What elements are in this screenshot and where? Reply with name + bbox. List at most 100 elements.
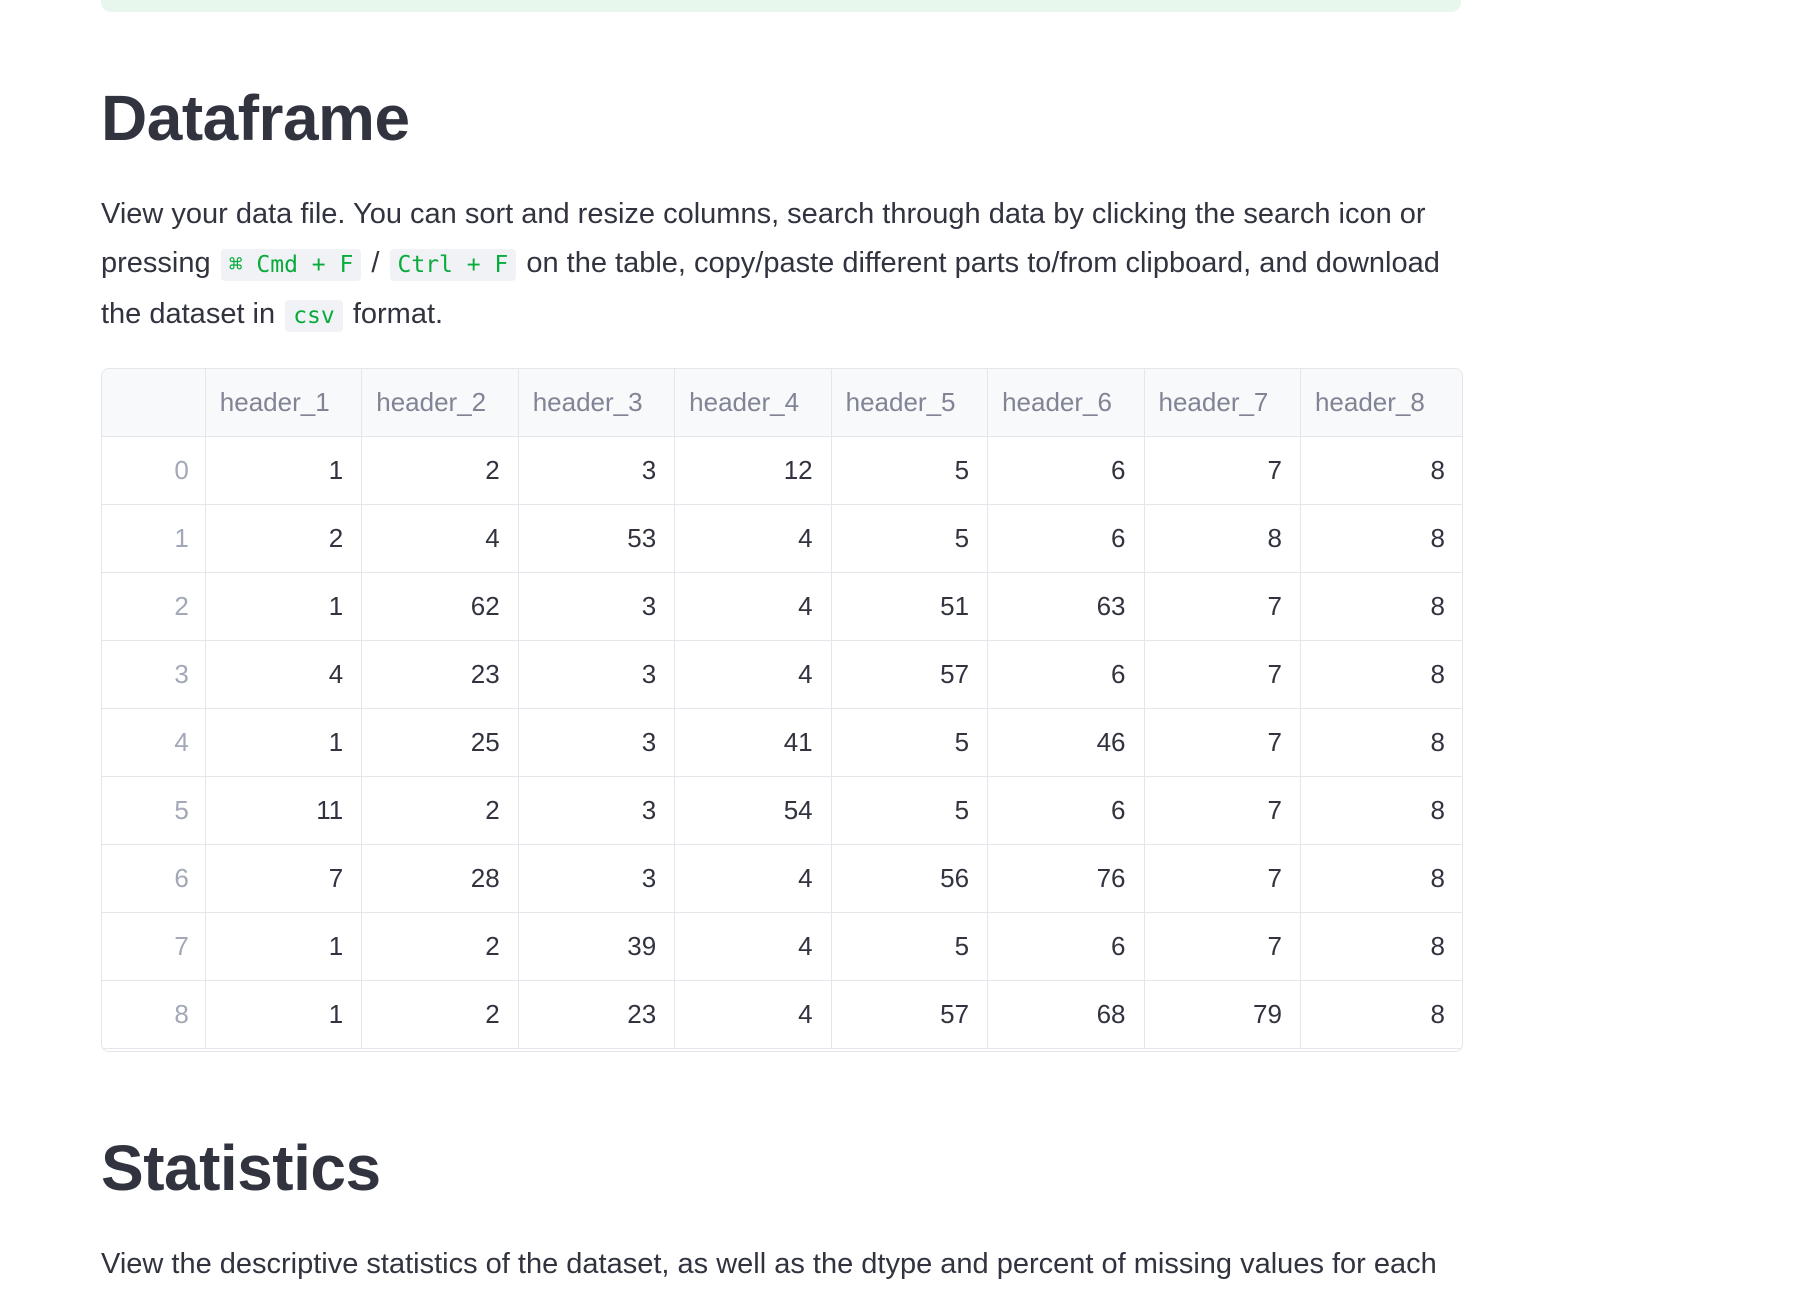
table-cell[interactable]: 7 bbox=[1144, 572, 1301, 641]
table-cell[interactable]: 5 bbox=[831, 776, 989, 845]
table-cell[interactable]: 7 bbox=[1144, 436, 1301, 505]
table-cell[interactable]: 23 bbox=[518, 980, 676, 1049]
table-cell[interactable]: 8 bbox=[1300, 436, 1462, 505]
table-cell[interactable]: 3 bbox=[518, 776, 676, 845]
column-header[interactable]: header_1 bbox=[205, 369, 363, 437]
table-cell[interactable]: 25 bbox=[361, 708, 519, 777]
table-cell[interactable]: 8 bbox=[1300, 980, 1462, 1049]
column-header[interactable]: header_5 bbox=[831, 369, 989, 437]
table-cell[interactable]: 3 bbox=[518, 572, 676, 641]
table-cell[interactable]: 5 bbox=[831, 436, 989, 505]
table-cell[interactable]: 2 bbox=[361, 912, 519, 981]
table-cell[interactable]: 41 bbox=[674, 708, 832, 777]
column-header[interactable]: header_7 bbox=[1144, 369, 1301, 437]
table-cell[interactable]: 8 bbox=[1300, 844, 1462, 913]
table-cell[interactable]: 54 bbox=[674, 776, 832, 845]
column-header[interactable]: header_6 bbox=[987, 369, 1145, 437]
table-cell[interactable]: 1 bbox=[205, 436, 363, 505]
row-index-cell[interactable]: 6 bbox=[102, 844, 206, 913]
table-cell[interactable]: 3 bbox=[518, 844, 676, 913]
table-cell[interactable]: 57 bbox=[831, 640, 989, 709]
table-cell[interactable]: 4 bbox=[674, 844, 832, 913]
table-cell[interactable]: 8 bbox=[1300, 572, 1462, 641]
table-cell[interactable]: 1 bbox=[205, 912, 363, 981]
row-index-cell[interactable]: 1 bbox=[102, 504, 206, 573]
table-cell[interactable]: 23 bbox=[361, 640, 519, 709]
table-cell[interactable]: 76 bbox=[987, 844, 1145, 913]
row-index-cell[interactable]: 2 bbox=[102, 572, 206, 641]
table-cell[interactable]: 7 bbox=[1144, 708, 1301, 777]
description-text-3: format. bbox=[352, 298, 444, 330]
table-cell[interactable]: 7 bbox=[1144, 640, 1301, 709]
table-cell[interactable]: 5 bbox=[831, 912, 989, 981]
row-index-cell[interactable]: 0 bbox=[102, 436, 206, 505]
row-index-cell[interactable]: 4 bbox=[102, 708, 206, 777]
table-cell[interactable]: 4 bbox=[674, 980, 832, 1049]
table-cell[interactable]: 68 bbox=[987, 980, 1145, 1049]
table-cell[interactable]: 12 bbox=[674, 436, 832, 505]
table-cell[interactable]: 7 bbox=[205, 844, 363, 913]
table-cell[interactable]: 8 bbox=[1300, 776, 1462, 845]
table-cell[interactable]: 62 bbox=[361, 572, 519, 641]
table-cell[interactable]: 51 bbox=[831, 572, 989, 641]
table-cell[interactable]: 6 bbox=[987, 504, 1145, 573]
table-cell[interactable]: 2 bbox=[361, 776, 519, 845]
table-cell[interactable]: 63 bbox=[987, 572, 1145, 641]
row-index-cell[interactable]: 3 bbox=[102, 640, 206, 709]
column-header[interactable]: header_2 bbox=[361, 369, 519, 437]
table-cell[interactable]: 5 bbox=[831, 504, 989, 573]
table-cell[interactable]: 8 bbox=[1300, 912, 1462, 981]
description-text-2: on the table, copy/paste different parts… bbox=[101, 247, 1440, 330]
table-cell[interactable]: 3 bbox=[518, 640, 676, 709]
table-cell[interactable]: 46 bbox=[987, 708, 1145, 777]
column-header[interactable]: header_3 bbox=[518, 369, 676, 437]
table-cell[interactable]: 79 bbox=[1144, 980, 1301, 1049]
table-cell[interactable]: 6 bbox=[987, 912, 1145, 981]
table-cell[interactable]: 8 bbox=[1300, 504, 1462, 573]
table-cell[interactable]: 7 bbox=[1144, 912, 1301, 981]
table-cell[interactable]: 28 bbox=[361, 844, 519, 913]
table-cell[interactable]: 5 bbox=[831, 708, 989, 777]
table-cell[interactable]: 11 bbox=[205, 776, 363, 845]
table-cell[interactable]: 4 bbox=[205, 640, 363, 709]
table-cell[interactable]: 2 bbox=[205, 504, 363, 573]
table-cell[interactable]: 57 bbox=[831, 980, 989, 1049]
table-cell[interactable]: 8 bbox=[1300, 708, 1462, 777]
table-cell[interactable]: 4 bbox=[674, 912, 832, 981]
table-cell[interactable]: 3 bbox=[518, 436, 676, 505]
table-cell[interactable]: 1 bbox=[205, 980, 363, 1049]
data-grid[interactable]: header_1 header_2 header_3 header_4 head… bbox=[102, 369, 1462, 1049]
table-cell[interactable]: 53 bbox=[518, 504, 676, 573]
row-index-cell[interactable]: 7 bbox=[102, 912, 206, 981]
dataframe-heading: Dataframe bbox=[101, 82, 410, 154]
index-column-header[interactable] bbox=[102, 369, 206, 437]
table-cell[interactable]: 3 bbox=[518, 708, 676, 777]
table-cell[interactable]: 2 bbox=[361, 436, 519, 505]
table-cell[interactable]: 2 bbox=[361, 980, 519, 1049]
table-cell[interactable]: 1 bbox=[205, 708, 363, 777]
dataframe-table[interactable]: header_1 header_2 header_3 header_4 head… bbox=[101, 368, 1463, 1052]
table-cell[interactable]: 7 bbox=[1144, 844, 1301, 913]
table-cell[interactable]: 4 bbox=[674, 640, 832, 709]
table-cell[interactable]: 6 bbox=[987, 640, 1145, 709]
column-header[interactable]: header_4 bbox=[674, 369, 832, 437]
table-cell[interactable]: 4 bbox=[674, 504, 832, 573]
table-cell[interactable]: 56 bbox=[831, 844, 989, 913]
table-cell[interactable]: 8 bbox=[1300, 640, 1462, 709]
table-cell[interactable]: 8 bbox=[1144, 504, 1301, 573]
table-cell[interactable]: 7 bbox=[1144, 776, 1301, 845]
row-index-cell[interactable]: 5 bbox=[102, 776, 206, 845]
table-cell[interactable]: 4 bbox=[361, 504, 519, 573]
table-cell[interactable]: 6 bbox=[987, 436, 1145, 505]
table-cell[interactable]: 1 bbox=[205, 572, 363, 641]
column-header[interactable]: header_8 bbox=[1300, 369, 1462, 437]
table-cell[interactable]: 39 bbox=[518, 912, 676, 981]
table-cell[interactable]: 6 bbox=[987, 776, 1145, 845]
dataframe-description: View your data file. You can sort and re… bbox=[101, 190, 1471, 341]
table-cell[interactable]: 4 bbox=[674, 572, 832, 641]
success-banner bbox=[101, 0, 1461, 12]
row-index-cell[interactable]: 8 bbox=[102, 980, 206, 1049]
